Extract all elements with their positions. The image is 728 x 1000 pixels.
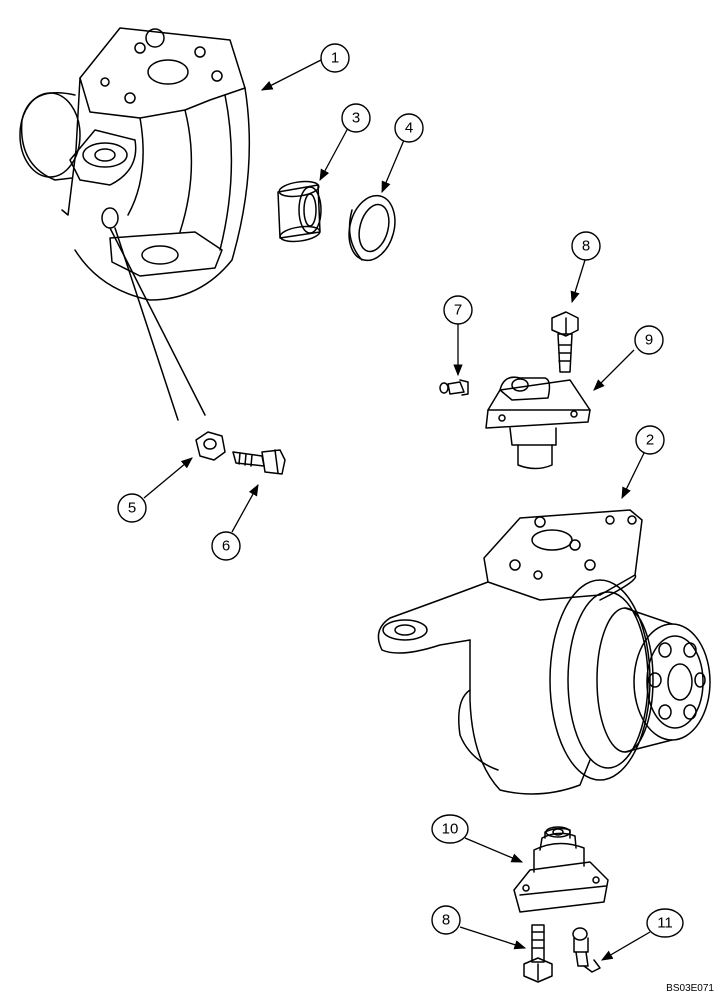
callout-1: 1 <box>320 43 350 73</box>
grease-fitting-lower-part <box>572 927 601 973</box>
upper-ball-joint-part <box>485 376 591 470</box>
callout-4: 4 <box>394 113 424 143</box>
callout-7: 7 <box>443 295 473 325</box>
svg-text:7: 7 <box>454 302 462 319</box>
svg-text:10: 10 <box>442 821 459 838</box>
bolt-upper-part <box>551 311 579 373</box>
callout-11: 11 <box>646 908 684 938</box>
svg-text:2: 2 <box>646 432 654 449</box>
svg-text:5: 5 <box>128 500 136 517</box>
callout-10: 10 <box>431 814 469 844</box>
steering-knuckle-right-part <box>377 509 711 795</box>
callout-6: 6 <box>211 531 241 561</box>
leader-lines <box>143 59 651 961</box>
svg-text:3: 3 <box>352 110 360 127</box>
svg-text:8: 8 <box>442 912 450 929</box>
svg-text:8: 8 <box>582 238 590 255</box>
bolt-part <box>232 449 286 475</box>
callout-8-upper: 8 <box>571 231 601 261</box>
callout-9: 9 <box>634 325 664 355</box>
svg-text:1: 1 <box>331 50 339 67</box>
svg-text:11: 11 <box>657 915 673 932</box>
grease-fitting-upper-part <box>439 379 469 396</box>
svg-text:9: 9 <box>645 332 653 349</box>
callout-2: 2 <box>635 425 665 455</box>
bushing-part <box>277 180 322 243</box>
svg-text:4: 4 <box>405 120 413 137</box>
drawing-code: BS03E071 <box>666 983 714 994</box>
seal-part <box>348 194 396 262</box>
lower-ball-joint-part <box>513 826 609 913</box>
nut-part <box>195 431 226 461</box>
steering-knuckle-left-part <box>19 27 251 421</box>
callout-8-lower: 8 <box>431 905 461 935</box>
bolt-lower-part <box>523 924 553 983</box>
callout-5: 5 <box>117 493 147 523</box>
svg-text:6: 6 <box>222 538 230 555</box>
callout-3: 3 <box>341 103 371 133</box>
